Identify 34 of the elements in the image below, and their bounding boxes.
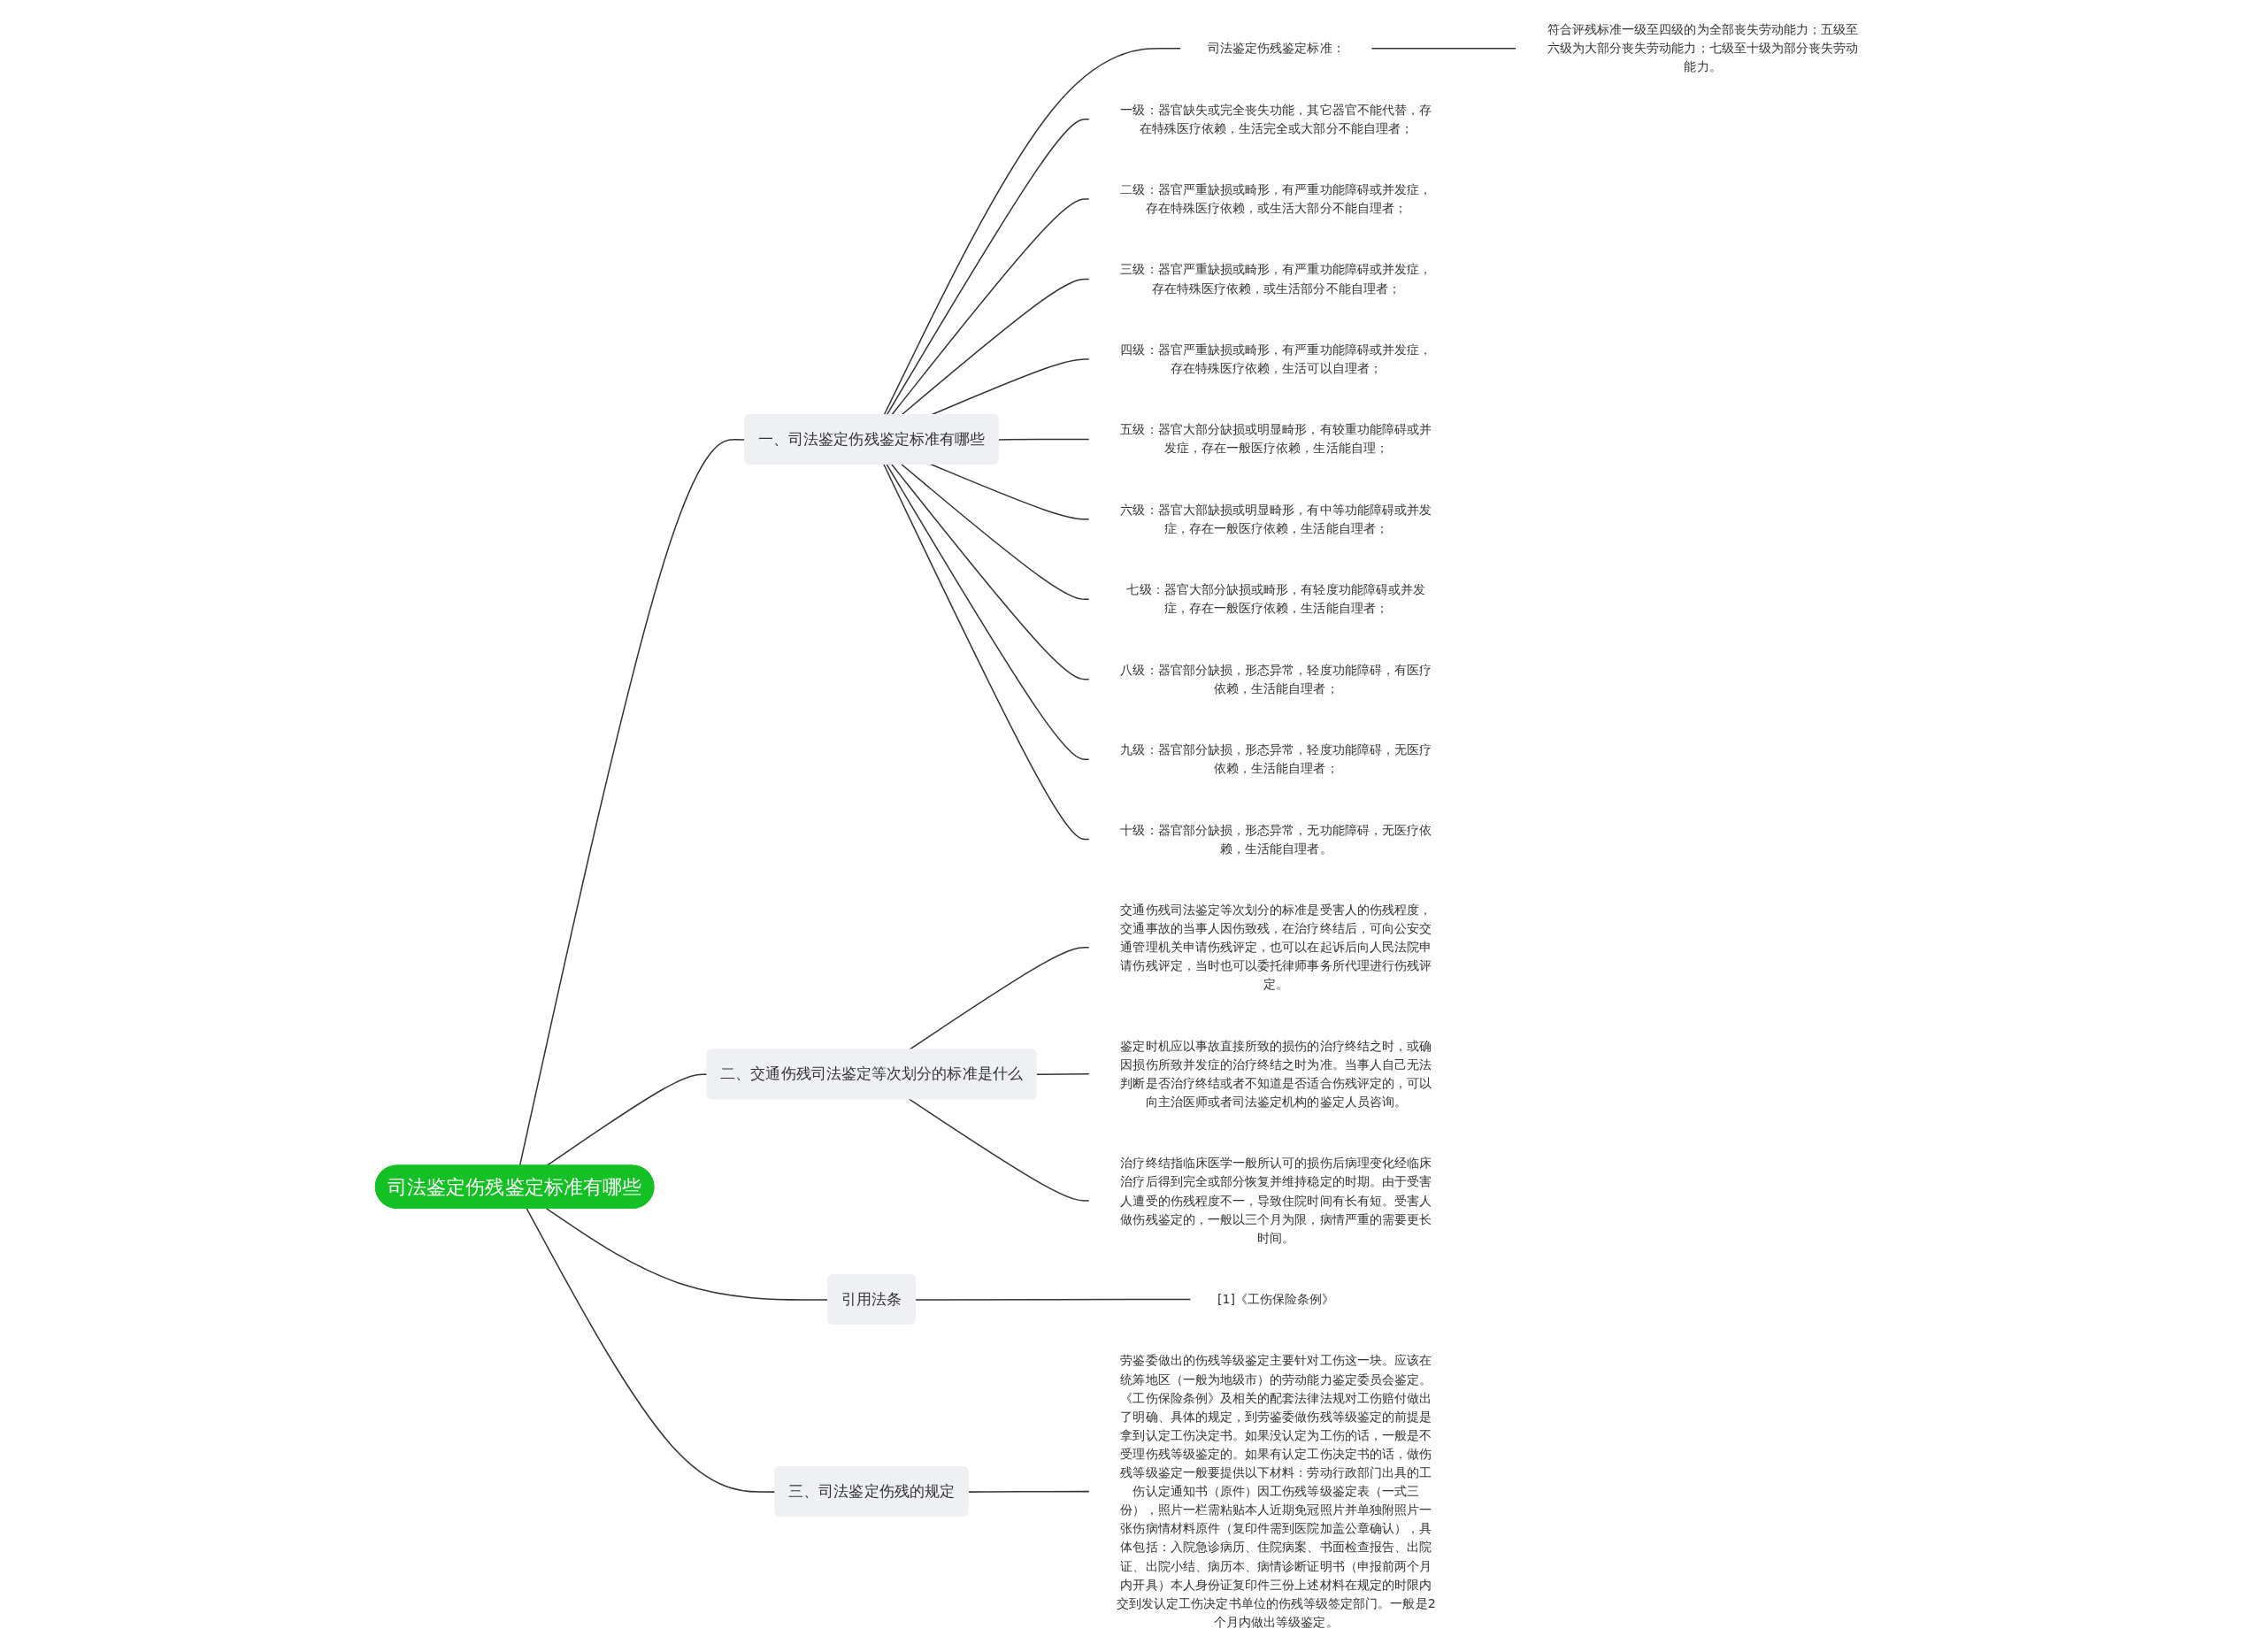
node-text: [1]《工伤保险条例》 [1217, 1292, 1335, 1307]
connector [998, 438, 1090, 441]
node-text: 二级：器官严重缺损或畸形，有严重功能障碍或并发症，存在特殊医疗依赖，或生活大部分不能自理者； [1120, 181, 1432, 216]
node-text: 八级：器官部分缺损，形态异常，轻度功能障碍，有医疗依赖，生活能自理者； [1120, 662, 1432, 695]
connector [901, 278, 1090, 416]
connector [930, 464, 1090, 520]
node-text: 符合评残标准一级至四级的为全部丧失劳动能力；五级至六级为大部分丧失劳动能力；七级至十级为部分丧失劳动能力。 [1547, 22, 1859, 74]
connector [886, 118, 1090, 416]
connector [886, 464, 1090, 760]
node-text: 一级：器官缺失或完全丧失功能，其它器官不能代替，存在特殊医疗依赖，生活完全或大部分不能自理者； [1120, 102, 1432, 135]
node-text: 鉴定时机应以事故直接所致的损伤的治疗终结之时，或确因损伤所致并发症的治疗终结之时为准。当事人自己无法判断是否治疗终结或者不知道是否适合伤残评定的，可以向主治医师或者司法鉴定机构的鉴定人员咨询。 [1120, 1038, 1432, 1110]
connector [901, 464, 1090, 600]
node-text: 九级：器官部分缺损，形态异常，轻度功能障碍，无医疗依赖，生活能自理者； [1120, 742, 1432, 776]
connector [891, 198, 1090, 416]
connector [526, 1208, 777, 1493]
node-text: 劳鉴委做出的伤残等级鉴定主要针对工伤这一块。应该在统筹地区（一般为地级市）的劳动能力鉴定委员会鉴定。《工伤保险条例》及相关的配套法律法规对工伤赔付做出了明确、具体的规定，到劳鉴委做伤残等级鉴定的前提是拿到认定工伤决定书。如果没认定为工伤的话，一般是不受理伤残等级鉴定的。如果有认定工伤决定书的话，做伤残等级鉴定一般要提供以下材料：劳动行政部门出具的工伤认定通知书（原件）因工伤残等级鉴定表（一式三份），照片一栏需粘贴本人近期免冠照片并单独附照片一张伤病情材料原件（复印件需到医院加盖公章确认），具体包括：入院急诊病历、住院病案、书面检查报告、出院证、出院小结、病历本、病情诊断证明书（申报前两个月内开具）本人身份证复印件三份上述材料在规定的时限内交到发认定工伤决定书单位的伤残等级签定部门。一般是2个月内做出等级鉴定。 [1116, 1353, 1436, 1629]
connector [1371, 48, 1517, 50]
connector [908, 1098, 1090, 1202]
node-text: 三级：器官严重缺损或畸形，有严重功能障碍或并发症，存在特殊医疗依赖，或生活部分不能自理者； [1120, 262, 1432, 296]
connector [891, 464, 1090, 680]
node-text: 交通伤残司法鉴定等次划分的标准是受害人的伤残程度，交通事故的当事人因伤致残，在治疗终结后，可向公安交通管理机关申请伤残评定，也可以在起诉后向人民法院申请伤残评定，当时也可以委托律师事务所代理进行伤残评定。 [1120, 902, 1432, 992]
node-text: 四级：器官严重缺损或畸形，有严重功能障碍或并发症，存在特殊医疗依赖，生活可以自理者； [1120, 342, 1432, 376]
node-text: 十级：器官部分缺损，形态异常，无功能障碍，无医疗依赖，生活能自理者。 [1120, 822, 1432, 856]
connector [915, 1298, 1192, 1301]
node-text: 七级：器官大部分缺损或畸形，有轻度功能障碍或并发症，存在一般医疗依赖，生活能自理者； [1126, 582, 1426, 616]
connector [1035, 1073, 1090, 1076]
node-text: 六级：器官大部缺损或明显畸形，有中等功能障碍或并发症，存在一般医疗依赖，生活能自理者； [1120, 502, 1432, 535]
connector [545, 1073, 709, 1167]
node-text: 五级：器官大部分缺损或明显畸形，有较重功能障碍或并发症，存在一般医疗依赖，生活能自理； [1120, 422, 1432, 456]
node-text: 治疗终结指临床医学一般所认可的损伤后病理变化经临床治疗后得到完全或部分恢复并维持稳定的时期。由于受害人遭受的伤残程度不一，导致住院时间有长有短。受害人做伤残鉴定的，一般以三个月为限，病情严重的需要更长时间。 [1120, 1156, 1432, 1245]
node-text: 司法鉴定伤残鉴定标准： [1207, 41, 1345, 56]
connector [883, 464, 1090, 841]
connector [883, 48, 1182, 416]
connector [967, 1490, 1090, 1493]
